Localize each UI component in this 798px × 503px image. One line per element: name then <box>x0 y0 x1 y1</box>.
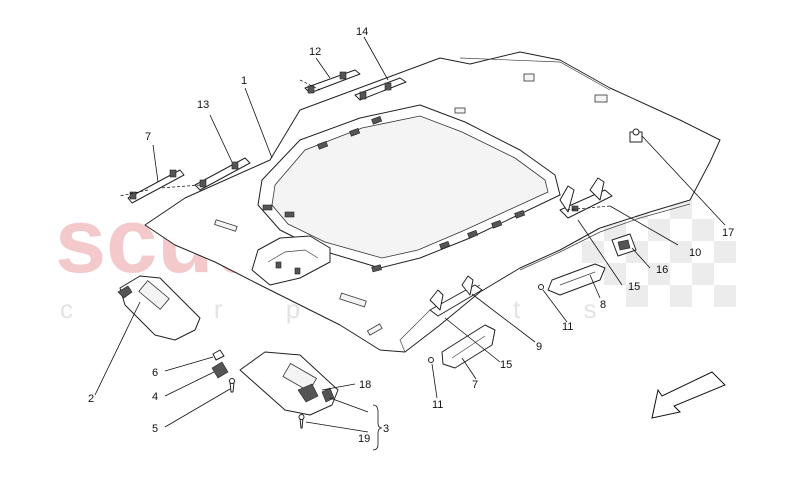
handle-16 <box>611 233 637 257</box>
callout-11-right: 11 <box>562 321 573 333</box>
callout-3: 3 <box>383 423 389 435</box>
callout-13: 13 <box>197 99 209 111</box>
panel-slot <box>339 292 367 308</box>
group-bracket-3 <box>372 404 383 451</box>
sunroof-clips <box>262 116 526 273</box>
callout-8: 8 <box>600 299 606 311</box>
callout-2: 2 <box>88 393 94 405</box>
panel-slot <box>454 107 466 114</box>
callout-5: 5 <box>152 423 158 435</box>
bracket-14 <box>354 77 407 101</box>
sun-visor-clip-small <box>428 284 544 363</box>
callout-6: 6 <box>152 367 158 379</box>
cap-6 <box>212 349 225 361</box>
callout-10: 10 <box>689 247 701 259</box>
callout-19: 19 <box>358 433 370 445</box>
callout-15-lower: 15 <box>500 359 512 371</box>
grab-handle-8 <box>547 263 606 296</box>
callout-7-upper: 7 <box>145 131 151 143</box>
callout-16: 16 <box>656 264 668 276</box>
callout-1: 1 <box>241 75 247 87</box>
callout-11-left: 11 <box>432 399 443 411</box>
grab-handle-7-lower <box>441 324 496 369</box>
callout-12: 12 <box>309 46 321 58</box>
callout-18: 18 <box>359 379 371 391</box>
clip-17 <box>629 128 643 143</box>
callout-4: 4 <box>152 391 158 403</box>
visor-mount-4 <box>211 361 229 379</box>
panel-slot <box>214 219 238 232</box>
bracket-7-upper <box>127 169 185 204</box>
callout-14: 14 <box>356 26 368 38</box>
screw-5 <box>229 378 235 393</box>
dome-light-housing <box>251 235 331 286</box>
callout-9: 9 <box>536 341 542 353</box>
screw-19 <box>298 414 305 429</box>
bracket-10 <box>559 177 613 219</box>
sun-visor-3 <box>239 351 339 416</box>
bracket-12 <box>304 69 361 94</box>
bracket-9 <box>429 275 483 317</box>
panel-slot <box>594 94 608 103</box>
panel-slot <box>523 73 535 82</box>
leader-lines <box>94 36 726 451</box>
bracket-13 <box>194 157 251 191</box>
front-direction-arrow <box>651 371 726 419</box>
callout-labels: 1 2 3 4 5 6 7 7 8 9 10 11 11 12 13 14 15… <box>88 26 734 445</box>
sun-visor-2 <box>117 275 201 341</box>
callout-17: 17 <box>722 227 734 239</box>
callout-15-right: 15 <box>628 281 640 293</box>
headliner-panel <box>144 51 721 353</box>
callout-7-lower: 7 <box>472 379 478 391</box>
panel-slot <box>366 323 383 336</box>
